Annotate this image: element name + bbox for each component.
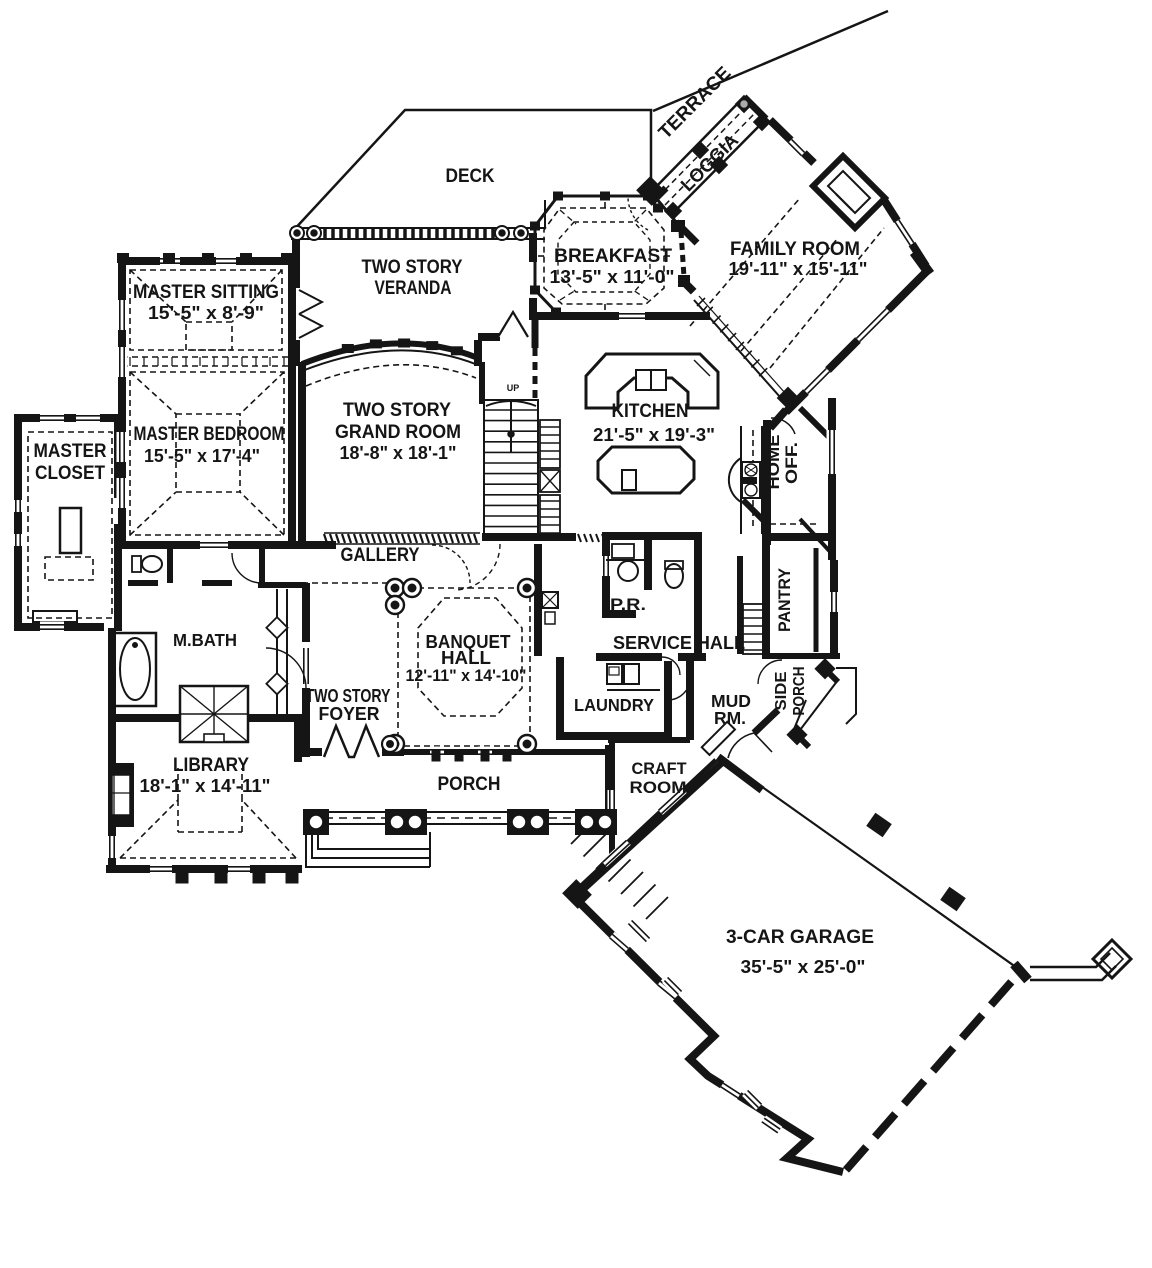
svg-text:VERANDA: VERANDA xyxy=(375,278,452,299)
svg-text:19'-11" x 15'-11": 19'-11" x 15'-11" xyxy=(729,259,868,279)
svg-text:KITCHEN: KITCHEN xyxy=(612,401,689,422)
svg-text:21'-5" x 19'-3": 21'-5" x 19'-3" xyxy=(593,425,715,445)
svg-text:15'-5" x 17'-4": 15'-5" x 17'-4" xyxy=(144,446,260,466)
svg-text:TWO STORY: TWO STORY xyxy=(306,686,391,706)
svg-text:PORCH: PORCH xyxy=(438,774,501,795)
svg-text:18'-8" x 18'-1": 18'-8" x 18'-1" xyxy=(340,443,457,463)
svg-text:SIDE: SIDE xyxy=(773,671,790,710)
svg-text:18'-1" x 14'-11": 18'-1" x 14'-11" xyxy=(140,776,271,796)
svg-text:PANTRY: PANTRY xyxy=(775,567,794,632)
svg-text:MASTER SITTING: MASTER SITTING xyxy=(133,282,279,303)
svg-text:LAUNDRY: LAUNDRY xyxy=(574,695,654,715)
svg-text:TWO STORY: TWO STORY xyxy=(343,400,451,421)
svg-text:PORCH: PORCH xyxy=(791,667,808,716)
svg-text:P.R.: P.R. xyxy=(610,595,646,614)
svg-text:M.BATH: M.BATH xyxy=(173,630,237,650)
svg-text:15'-5" x 8'-9": 15'-5" x 8'-9" xyxy=(148,303,264,323)
svg-text:LIBRARY: LIBRARY xyxy=(173,755,249,776)
svg-text:HOME: HOME xyxy=(764,435,783,490)
svg-text:UP: UP xyxy=(507,383,520,393)
svg-text:ROOM: ROOM xyxy=(630,778,687,797)
svg-text:RM.: RM. xyxy=(714,708,746,728)
svg-text:GALLERY: GALLERY xyxy=(341,545,420,566)
svg-text:MUD: MUD xyxy=(711,691,751,711)
svg-text:DECK: DECK xyxy=(446,166,495,187)
svg-text:SERVICE HALL: SERVICE HALL xyxy=(613,633,745,653)
svg-text:12'-11" x 14'-10": 12'-11" x 14'-10" xyxy=(406,666,527,685)
svg-text:MASTER: MASTER xyxy=(34,441,107,462)
svg-text:FAMILY ROOM: FAMILY ROOM xyxy=(730,239,860,260)
svg-text:3-CAR GARAGE: 3-CAR GARAGE xyxy=(726,927,874,948)
svg-text:OFF.: OFF. xyxy=(782,442,801,484)
svg-text:MASTER BEDROOM: MASTER BEDROOM xyxy=(134,424,285,445)
svg-text:35'-5" x 25'-0": 35'-5" x 25'-0" xyxy=(741,957,866,977)
svg-text:GRAND ROOM: GRAND ROOM xyxy=(335,422,461,443)
svg-text:BANQUET: BANQUET xyxy=(426,632,511,652)
svg-text:CRAFT: CRAFT xyxy=(632,759,688,778)
svg-text:FOYER: FOYER xyxy=(319,704,380,724)
svg-text:TWO STORY: TWO STORY xyxy=(362,257,463,278)
svg-text:HALL: HALL xyxy=(441,648,491,668)
svg-text:13'-5" x 11'-0": 13'-5" x 11'-0" xyxy=(550,267,675,287)
svg-text:CLOSET: CLOSET xyxy=(35,463,105,484)
svg-text:BREAKFAST: BREAKFAST xyxy=(554,246,672,267)
